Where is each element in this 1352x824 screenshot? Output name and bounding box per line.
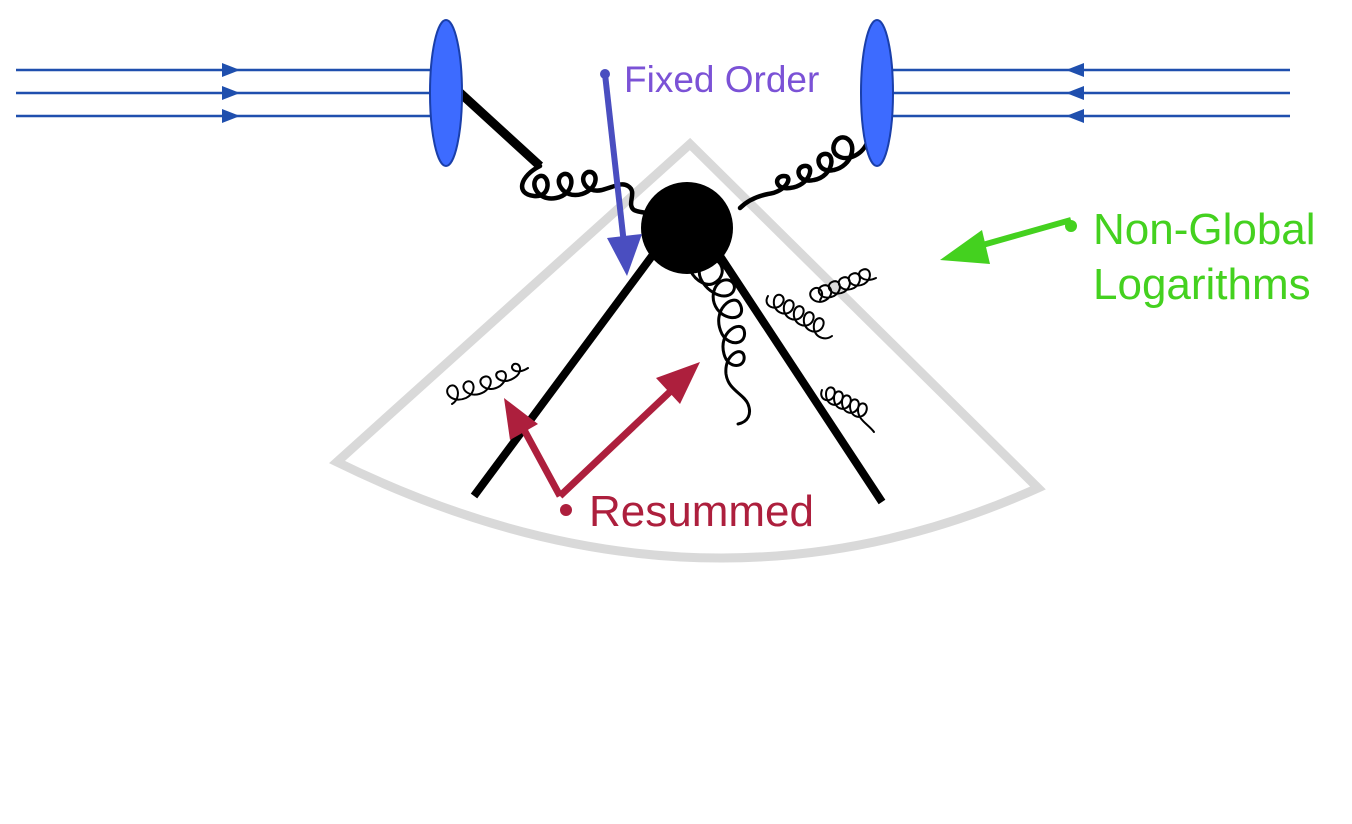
soft-gluon-left <box>446 362 529 405</box>
non-global-gluon <box>809 268 877 303</box>
jet-region <box>329 137 1046 563</box>
non-global-label-line1: Non-Global <box>1093 205 1316 254</box>
hard-vertex <box>641 182 733 274</box>
right-incoming-gluon <box>737 135 871 211</box>
right-jet-line <box>716 253 886 505</box>
resummed-arrows <box>504 362 700 516</box>
soft-gluon-right-1 <box>765 293 833 340</box>
fixed-order-label: Fixed Order <box>624 59 819 100</box>
left-proton <box>429 19 463 167</box>
resummed-label: Resummed <box>589 487 814 536</box>
non-global-label-line2: Logarithms <box>1093 260 1311 309</box>
left-beam <box>16 63 440 123</box>
right-beam <box>880 63 1290 123</box>
right-proton <box>860 19 894 167</box>
soft-gluon-right-2 <box>820 386 875 433</box>
left-incoming-gluon <box>520 163 667 219</box>
central-gluon <box>688 258 752 426</box>
left-jet-line <box>470 253 656 499</box>
fixed-order-arrow <box>600 69 642 276</box>
non-global-arrow <box>940 217 1077 264</box>
